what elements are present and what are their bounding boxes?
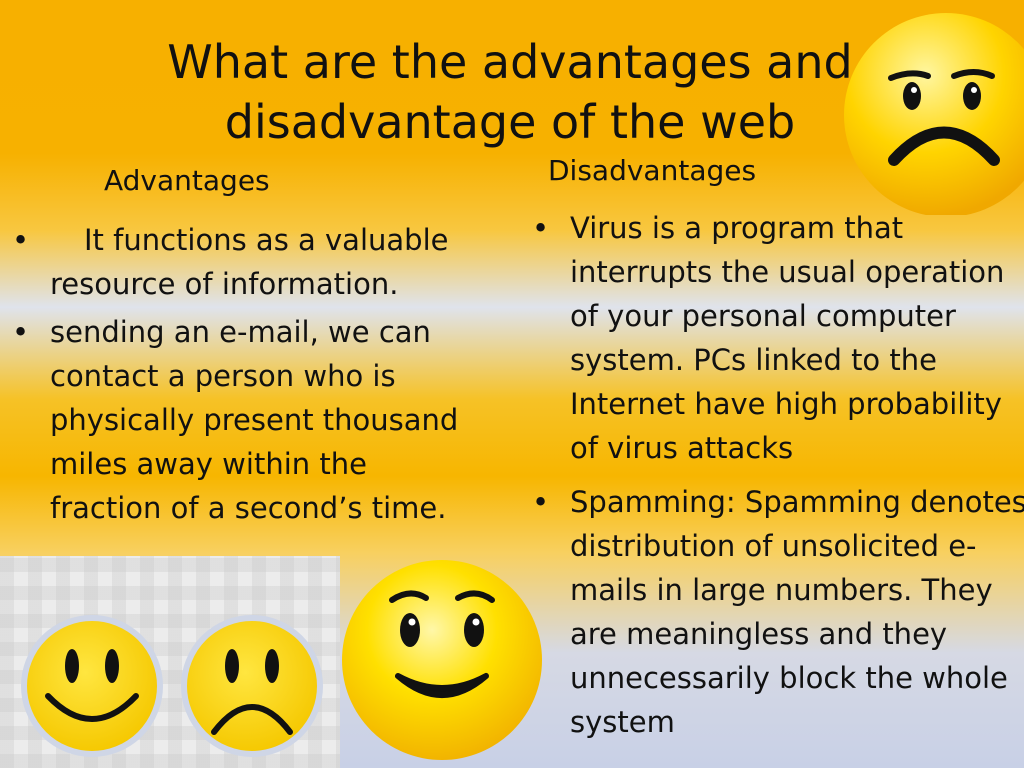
list-item: • Virus is a program that interrupts the… bbox=[530, 206, 1024, 470]
disadvantages-heading: Disadvantages bbox=[548, 154, 757, 187]
list-item: • Spamming: Spamming denotes distributio… bbox=[530, 480, 1024, 744]
disadvantage-item-1: Virus is a program that interrupts the u… bbox=[570, 211, 1005, 465]
title-line-2: disadvantage of the web bbox=[224, 95, 796, 149]
smiling-face-icon bbox=[342, 560, 542, 760]
frowning-face-icon bbox=[181, 615, 323, 757]
title-line-1: What are the advantages and bbox=[167, 35, 853, 89]
advantages-heading: Advantages bbox=[104, 164, 270, 197]
bullet: • bbox=[532, 211, 550, 245]
advantage-item-2: sending an e-mail, we can contact a pers… bbox=[50, 315, 459, 525]
list-item: • sending an e-mail, we can contact a pe… bbox=[10, 310, 480, 530]
advantage-item-1: It functions as a valuable resource of i… bbox=[50, 223, 449, 301]
slide-title: What are the advantages and disadvantage… bbox=[150, 32, 870, 152]
bullet: • bbox=[12, 315, 30, 349]
frowning-face-icon bbox=[844, 13, 1024, 215]
disadvantages-list: • Virus is a program that interrupts the… bbox=[530, 206, 1024, 754]
faces-image bbox=[0, 556, 340, 768]
smiling-face-icon bbox=[21, 615, 163, 757]
bullet: • bbox=[532, 485, 550, 519]
list-item: • It functions as a valuable resource of… bbox=[10, 218, 480, 306]
advantages-list: • It functions as a valuable resource of… bbox=[10, 218, 480, 534]
disadvantage-item-2: Spamming: Spamming denotes distribution … bbox=[570, 485, 1024, 739]
bullet: • bbox=[12, 223, 30, 257]
